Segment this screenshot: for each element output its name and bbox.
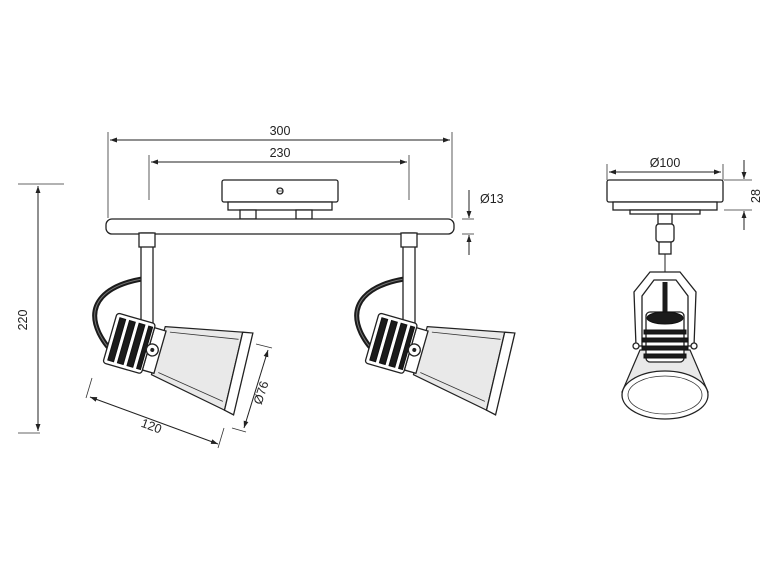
- dim-total-width: 300: [270, 124, 291, 138]
- dim-shade-length: 120: [139, 416, 163, 436]
- front-view: 300 230 Ø13 220 120 Ø76: [16, 124, 519, 449]
- dim-base-height: 28: [749, 189, 763, 203]
- side-ceiling-plate: [606, 179, 724, 203]
- dim-spot-spacing: 230: [270, 146, 291, 160]
- dim-base-diameter: Ø100: [650, 156, 681, 170]
- spot-right: [357, 233, 519, 415]
- spot-left: [95, 233, 257, 415]
- dim-bar-diameter: Ø13: [480, 192, 504, 206]
- side-view: Ø100 28: [606, 156, 763, 420]
- dim-height: 220: [16, 310, 30, 331]
- mounting-bar: [105, 218, 455, 235]
- dim-shade-diameter: Ø76: [251, 379, 272, 406]
